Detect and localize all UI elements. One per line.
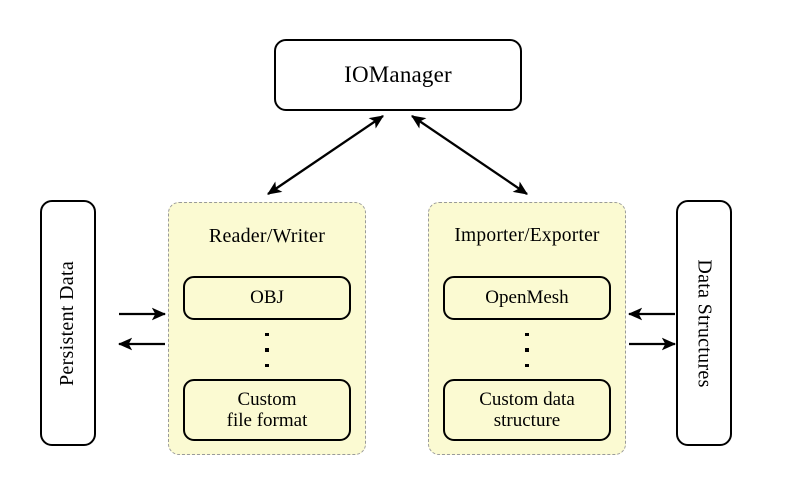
- node-persistent-data-label: Persistent Data: [56, 260, 79, 386]
- arrow-manager-readerwriter: [267, 115, 384, 195]
- node-openmesh[interactable]: OpenMesh: [443, 276, 611, 320]
- node-persistent-data[interactable]: Persistent Data: [40, 200, 96, 446]
- group-reader-writer-title: Reader/Writer: [208, 225, 326, 247]
- node-obj-label: OBJ: [250, 287, 284, 309]
- node-obj[interactable]: OBJ: [183, 276, 351, 320]
- node-data-structures[interactable]: Data Structures: [676, 200, 732, 446]
- arrow-manager-importerexporter: [411, 115, 528, 195]
- ellipsis-importer-exporter: [429, 329, 625, 371]
- node-openmesh-label: OpenMesh: [485, 287, 569, 309]
- group-importer-exporter-title: Importer/Exporter: [454, 225, 600, 246]
- ellipsis-reader-writer: [169, 329, 365, 371]
- node-data-structures-label: Data Structures: [693, 258, 716, 388]
- node-io-manager-label: IOManager: [344, 62, 452, 87]
- node-io-manager[interactable]: IOManager: [274, 39, 522, 111]
